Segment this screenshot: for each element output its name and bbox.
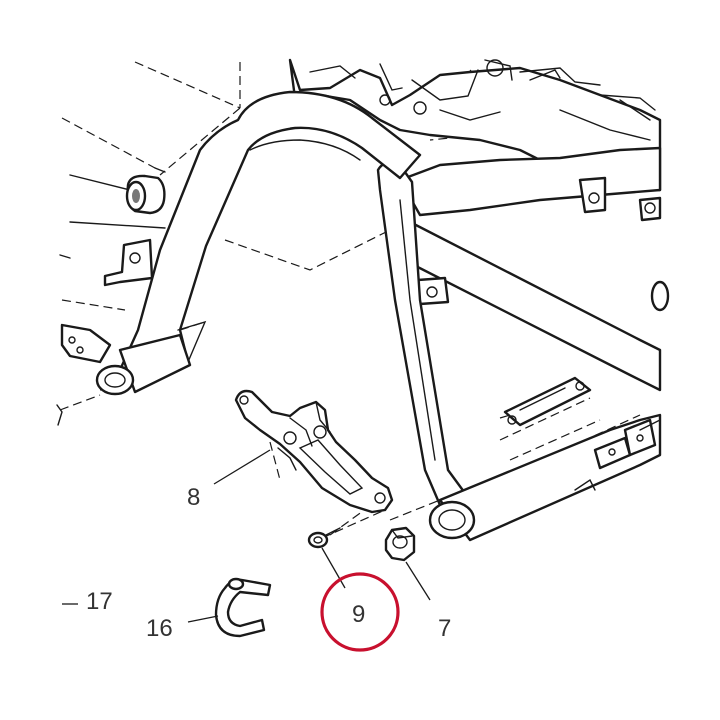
bolt-part-9	[307, 509, 386, 549]
leader-lines	[62, 449, 431, 623]
rubber-bushing	[125, 174, 166, 215]
clamp-part-16	[214, 577, 272, 638]
reference-lines	[59, 167, 166, 259]
callout-17: 17	[86, 588, 113, 615]
lower-right-crossmember	[428, 376, 662, 542]
highlight-circle	[320, 572, 400, 652]
callout-8: 8	[187, 484, 200, 511]
nut-part-7	[384, 526, 416, 562]
callout-16: 16	[146, 615, 173, 642]
left-brackets	[56, 238, 154, 426]
bracket-part-8	[234, 389, 394, 514]
lower-left-crossmember	[95, 333, 192, 396]
main-swept-tube	[118, 90, 422, 382]
callout-9: 9	[352, 601, 365, 628]
callout-7: 7	[438, 615, 451, 642]
right-frame-members	[387, 146, 670, 392]
